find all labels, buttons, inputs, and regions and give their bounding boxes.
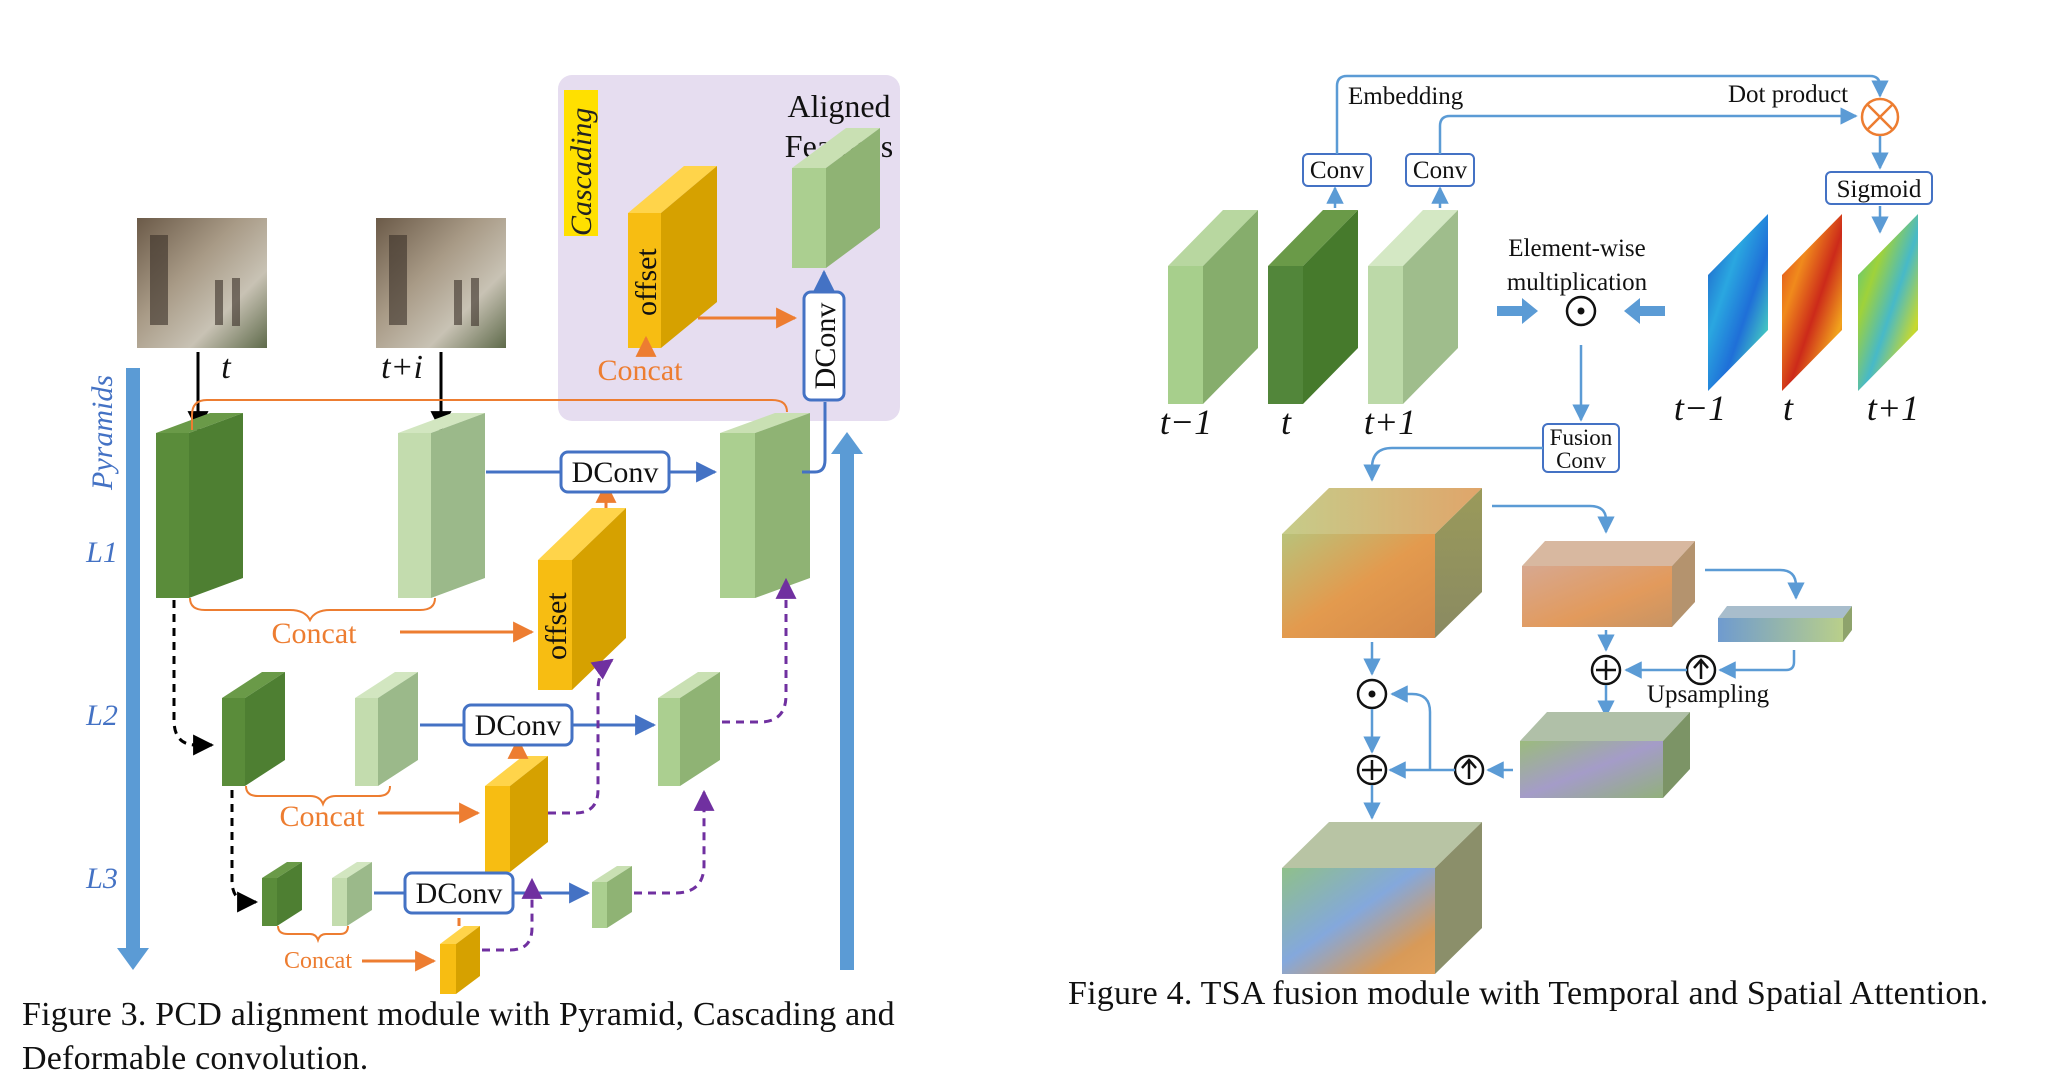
output-arrow-head [831,432,863,454]
cascade-concat-line [191,399,788,430]
offset-upsample-l2-to-l1 [548,658,614,815]
downsample-l2-to-l3 [230,790,259,913]
map-label-t-plus-1: t+1 [1867,388,1919,428]
embedding-label: Embedding [1348,83,1464,110]
down2-to-upsample [1718,650,1796,679]
frame-label-t-plus-1: t+1 [1364,402,1416,442]
feature-block-ti-l2 [355,672,418,786]
frame-label-t-minus-1: t−1 [1160,402,1212,442]
offset-block-cascade: offset [628,166,717,348]
frame-label-t: t [1281,402,1292,442]
offset-label-l1: offset [540,592,573,660]
conv-label-embed-tp1: Conv [1413,157,1468,184]
offset-block-l1: offset [538,508,626,690]
down1-feature-block [1522,541,1695,627]
elementwise-arrow-left [1497,298,1538,324]
offset-block-l3 [440,926,480,994]
fusion-to-feature [1363,446,1543,482]
attention-map-t [1782,214,1842,391]
figure-3-caption: Figure 3. PCD alignment module with Pyra… [22,996,895,1077]
level-label-l3: L3 [85,862,118,895]
feature-block-ti-l3 [332,862,372,926]
aligned-upsample-l2-to-l1 [722,577,797,724]
aligned-to-dconv-cascade [802,402,827,474]
concat-label-l3: Concat [284,948,352,974]
upsampling-label: Upsampling [1647,681,1770,708]
frame-label-t: t [221,349,232,386]
fused-feature-block [1282,488,1482,638]
aligned-features-label-1: Aligned [787,88,890,124]
fusion-label-2: Conv [1556,448,1606,473]
concat-label-l1: Concat [272,617,358,650]
embedding-line-t [1335,74,1889,154]
downsample-l1-to-l2 [172,600,215,756]
frame-block-t-minus-1 [1168,210,1258,404]
level-label-l2: L2 [85,699,118,732]
conv-label-embed-t: Conv [1310,157,1365,184]
map-label-t: t [1783,388,1794,428]
level-label-l1: L1 [85,536,118,569]
output-feature-block [1282,822,1482,974]
attention-map-t-minus-1 [1708,214,1768,391]
fused-to-down1 [1492,504,1615,534]
attention-map-t-plus-1 [1858,214,1918,391]
sigmoid-box [1825,171,1933,205]
feature-block-aligned-l3 [592,866,632,928]
dot-product-label: Dot product [1728,81,1848,108]
concat-label-cascade: Concat [598,354,684,387]
feature-block-t-l3 [262,862,302,926]
upsample-icon-2-arrow [1461,758,1477,779]
offset-upsample-l3-to-l2 [482,877,543,952]
concat-label-l2: Concat [280,800,366,833]
down1-to-down2 [1705,568,1805,600]
add-icon-1-plus [1596,660,1616,680]
concat-brace-l2 [245,785,391,807]
pyramids-arrow-head [117,948,149,970]
map-label-t-minus-1: t−1 [1674,388,1726,428]
figure-3: Cascading Aligned Features Pyramids L1 L… [85,75,900,994]
sigmoid-label: Sigmoid [1837,176,1922,203]
embedding-line-tp1 [1438,107,1858,154]
aligned-upsample-l3-to-l2 [634,789,715,895]
feature-block-t-l2 [222,672,285,786]
pyramids-label: Pyramids [86,375,119,491]
dconv-box-l1 [559,450,671,494]
elementwise-multiply-dot [1577,307,1585,315]
dconv-label-l2: DConv [475,709,562,742]
dconv-label-l3: DConv [416,877,503,910]
upsample-icon-1-arrow [1693,658,1709,679]
offset-label-cascade: offset [630,248,663,316]
feature-block-ti-l1 [398,413,485,598]
frame-label-t-plus-i: t+i [381,349,423,386]
cascading-label: Cascading [565,108,598,236]
figure-4: t−1 t t+1 Conv Conv Embedding Dot produc… [1160,74,1933,974]
frame-image-t-details [150,235,479,326]
concat-brace-l1 [189,597,436,623]
merged-feature-block [1520,712,1690,798]
fusion-label-1: Fusion [1550,425,1613,450]
multiply-icon-2-dot [1368,690,1376,698]
elementwise-label-2: multiplication [1507,269,1648,296]
dconv-label-cascade: DConv [809,303,842,390]
dconv-label-l1: DConv [572,456,659,489]
dot-product-icon-cross [1867,104,1893,130]
feature-block-aligned-out [792,128,880,268]
figure-4-caption: Figure 4. TSA fusion module with Tempora… [1068,975,1989,1012]
frame-block-t-plus-1 [1368,210,1458,404]
offset-block-l2 [485,756,548,872]
add-icon-2-plus [1362,760,1382,780]
feature-block-aligned-l1 [720,413,810,598]
concat-brace-l3 [277,925,349,944]
elementwise-arrow-right [1624,298,1665,324]
down2-feature-block [1718,606,1852,642]
elementwise-label-1: Element-wise [1508,235,1645,262]
feature-block-aligned-l2 [658,672,720,786]
frame-block-t [1268,210,1358,404]
cascading-highlight [564,90,598,236]
upsample-to-multiply-2 [1390,685,1432,770]
feature-block-t-l1 [156,413,243,598]
